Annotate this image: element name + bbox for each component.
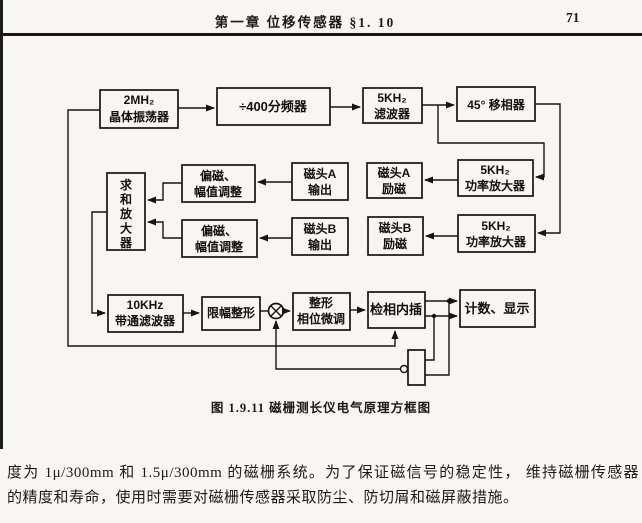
block-head-a-excitation-line2: 励磁 [382,181,406,196]
mixer-symbol [267,302,285,320]
block-bias-adjust-b-box [181,219,258,258]
body-text-line1: 度为 1μ/300mm 和 1.5μ/300mm 的磁栅系统。为了保证磁信号的稳… [7,465,639,481]
block-10khz-bandpass-line1: 10KHz [127,298,164,312]
block-shaper-phase-trim: 整形 相位微调 [292,292,351,331]
header-rule [0,33,642,36]
block-head-b-output-line1: 磁头B [303,221,337,236]
block-head-b-excitation-line2: 励磁 [383,236,407,251]
block-10khz-bandpass-line2: 带通滤波器 [115,313,176,328]
block-bias-adjust-a-box [181,164,256,203]
block-head-a-excitation-line1: 磁头A [377,165,411,180]
block-bias-adjust-a: 偏磁、 幅值调整 [181,164,256,203]
page-number: 71 [566,10,580,25]
block-bias-adjust-b-line2: 幅值调整 [195,239,243,254]
block-bias-adjust-a-line1: 偏磁、 [200,168,236,183]
block-5khz-filter-line1: 5KH₂ [377,91,406,105]
block-crystal-oscillator-box [99,89,179,129]
block-limiter-shaper-box [201,296,261,331]
block-bias-adjust-b-line1: 偏磁、 [201,223,237,238]
block-divider-400-label: ÷400分频器 [239,99,308,114]
mixer-circle-icon [267,302,285,320]
block-head-a-excitation: 磁头A 励磁 [366,162,423,199]
block-45deg-phase-shifter-label: 45° 移相器 [467,97,525,112]
wire-osc-reference-to-phasedetect [67,109,399,347]
block-head-b-output: 磁头B 输出 [291,217,349,256]
block-counter-display-label: 计数、显示 [464,301,529,316]
block-45deg-phase-shifter: 45° 移相器 [456,86,536,122]
block-head-b-output-box [291,217,349,256]
block-power-amp-b-box [457,214,536,253]
block-head-a-excitation-box [366,162,423,199]
wire-filter-branch-to-poweramp-a [437,105,545,181]
block-bias-adjust-b: 偏磁、 幅值调整 [181,219,258,258]
block-crystal-oscillator: 2MH₂ 晶体振荡器 [99,89,179,129]
block-phase-detect-interp: 检相内插 [367,291,426,329]
mixer-x-icon [270,305,282,317]
block-power-amp-b-line2: 功率放大器 [466,234,527,249]
chapter-header: 第一章 位移传感器 §1. 10 [214,15,396,30]
block-power-amp-b: 5KH₂ 功率放大器 [457,214,536,253]
block-phase-detect-interp-box [367,291,426,329]
junction-dot-lower [431,313,437,319]
block-head-a-output-line2: 输出 [308,182,332,197]
block-crystal-oscillator-line1: 2MH₂ [124,93,155,107]
wire-sum-amp-to-bandpass [91,211,107,317]
block-shaper-phase-trim-box [292,292,351,331]
block-sum-amplifier-vertical-label: 求和放大器 [119,177,133,250]
block-head-a-output-line1: 磁头A [303,166,337,181]
block-limiter-shaper: 限幅整形 [201,296,261,331]
block-crystal-oscillator-line2: 晶体振荡器 [109,109,170,124]
wire-bias-adj-a-to-sum-amp [147,182,182,204]
block-sum-amplifier-box [106,172,146,251]
body-text-line2: 的精度和寿命，使用时需要对磁栅传感器采取防尘、防切屑和磁屏蔽措施。 [7,490,519,506]
block-power-amp-b-line1: 5KH₂ [481,219,510,233]
block-shaper-phase-trim-line2: 相位微调 [297,311,345,326]
flip-flop-box [407,349,426,386]
block-head-b-excitation: 磁头B 励磁 [367,216,424,256]
block-counter-display: 计数、显示 [459,289,536,328]
block-5khz-filter-line2: 滤波器 [374,106,411,121]
wires [67,101,561,376]
wire-phaseshifter-to-poweramp-b [535,103,561,237]
block-phase-detect-interp-label: 检相内插 [370,302,422,317]
block-bias-adjust-a-line2: 幅值调整 [194,184,242,199]
block-10khz-bandpass-box [107,294,184,333]
block-limiter-shaper-label: 限幅整形 [207,305,255,320]
wire-bias-adj-b-to-sum-amp [147,218,182,239]
block-5khz-filter: 5KH₂ 滤波器 [362,87,423,124]
block-power-amp-a-line2: 功率放大器 [465,178,526,193]
block-head-b-excitation-line1: 磁头B [378,220,412,235]
block-power-amp-a-box [457,159,534,197]
block-divider-400: ÷400分频器 [216,87,331,126]
wire-tap-upper-to-flipflop [425,301,450,376]
figure-caption: 图 1.9.11 磁栅测长仪电气原理方框图 [210,401,432,415]
block-45deg-phase-shifter-box [456,86,536,122]
block-10khz-bandpass: 10KHz 带通滤波器 [107,294,184,333]
block-head-a-output-box [291,162,349,201]
scan-edge-artifact [0,0,3,449]
block-power-amp-a-line1: 5KH₂ [480,163,509,177]
block-head-b-output-line2: 输出 [308,237,332,252]
block-head-b-excitation-box [367,216,424,256]
block-diagram: 2MH₂ 晶体振荡器 ÷400分频器 5KH₂ 滤波器 45° 移相器 5KH₂… [67,86,561,386]
block-shaper-phase-trim-line1: 整形 [308,295,333,310]
block-head-a-output: 磁头A 输出 [291,162,349,201]
block-power-amp-a: 5KH₂ 功率放大器 [457,159,534,197]
wire-feedback-bubble-to-mixer [272,320,400,370]
block-counter-display-box [459,289,536,328]
inverter-bubble-icon [399,364,409,374]
flip-flop-symbol [399,349,426,386]
block-5khz-filter-box [362,87,423,124]
junction-dot-upper [446,298,452,304]
wire-tap-lower-to-flipflop [425,316,435,361]
block-sum-amplifier: 求和放大器 [106,172,146,251]
block-divider-400-box [216,87,331,126]
